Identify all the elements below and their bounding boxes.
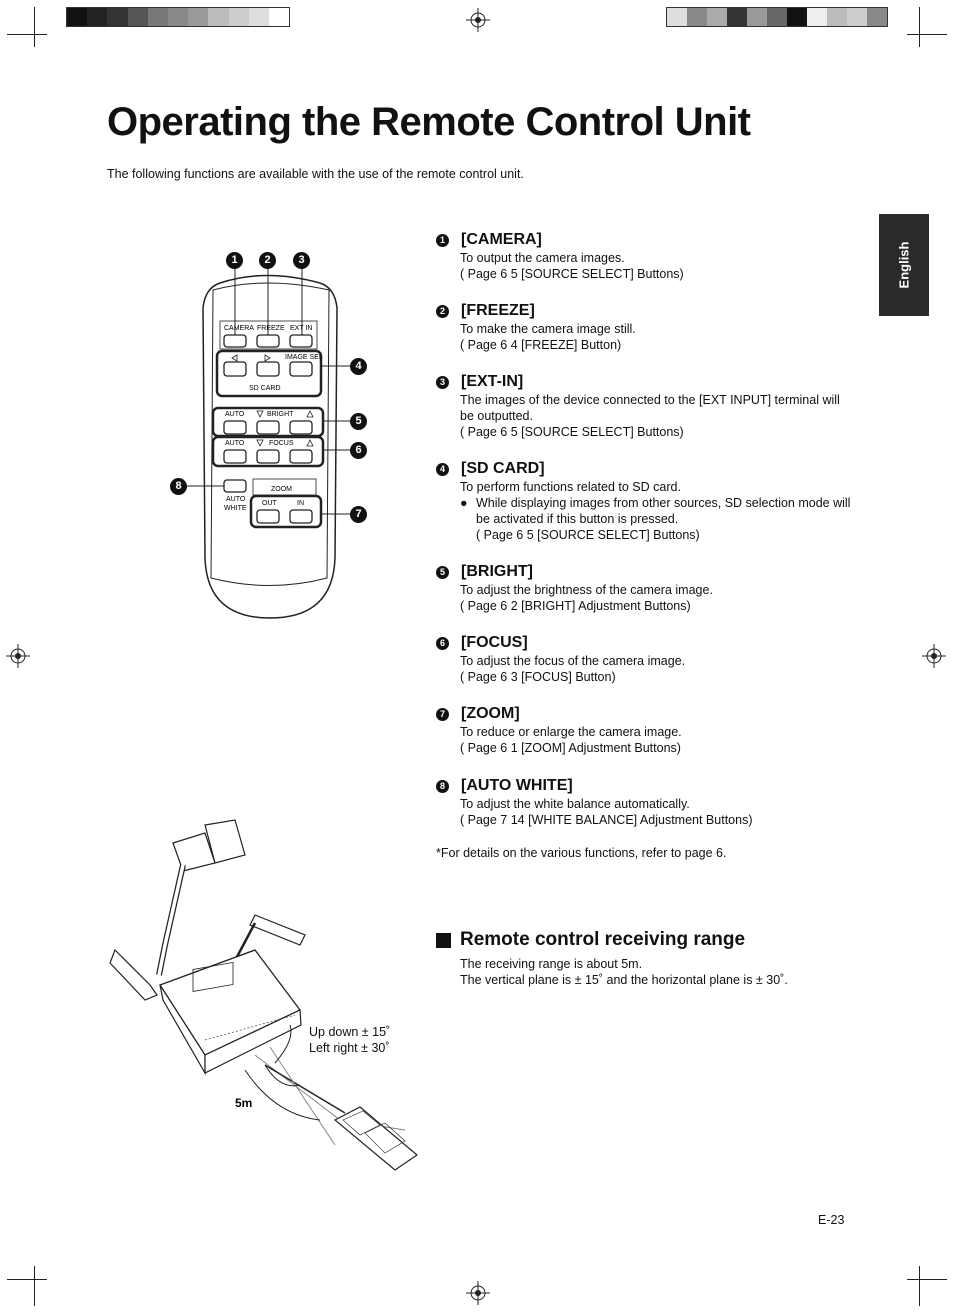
crop-mark [34, 1266, 35, 1306]
item-desc: To adjust the brightness of the camera i… [460, 583, 713, 597]
callout-number: 4 [350, 358, 367, 375]
page-number: E-23 [818, 1213, 845, 1227]
remote-label-image-sel: IMAGE SEL [285, 354, 323, 361]
item-desc: To output the camera images. [460, 251, 625, 265]
item-desc: To adjust the white balance automaticall… [460, 797, 690, 811]
callout-number: 5 [350, 413, 367, 430]
footnote: *For details on the various functions, r… [436, 846, 727, 860]
function-item-bright: 5 [BRIGHT] To adjust the brightness of th… [436, 562, 856, 614]
crop-mark [907, 1279, 947, 1280]
item-reference: ( Page 6 5 [SOURCE SELECT] Buttons) [460, 267, 684, 281]
registration-target-icon [922, 644, 946, 668]
range-angle-line: Left right ± 30˚ [309, 1041, 390, 1055]
crop-mark [907, 34, 947, 35]
item-number: 6 [436, 636, 449, 650]
item-desc: To make the camera image still. [460, 322, 636, 336]
item-number: 2 [436, 304, 449, 318]
item-reference: ( Page 6 4 [FREEZE] Button) [460, 338, 622, 352]
remote-label-bright: BRIGHT [267, 411, 294, 418]
language-tab-label: English [896, 241, 912, 289]
remote-label-focus: FOCUS [269, 440, 294, 447]
remote-label-in: IN [297, 500, 304, 507]
crop-mark [7, 1279, 47, 1280]
section-line: The receiving range is about 5m. [460, 957, 643, 971]
remote-label-auto-white-1: AUTO [226, 496, 246, 503]
function-item-camera: 1 [CAMERA] To output the camera images. (… [436, 230, 856, 282]
callout-number: 7 [350, 506, 367, 523]
section-line: The vertical plane is ± 15˚ and the hori… [460, 973, 788, 987]
crop-mark [34, 7, 35, 47]
item-number: 5 [436, 565, 449, 579]
item-number: 1 [436, 233, 449, 247]
function-item-focus: 6 [FOCUS] To adjust the focus of the came… [436, 633, 856, 685]
registration-target-icon [466, 1281, 490, 1305]
range-angle-text: Up down ± 15˚ Left right ± 30˚ [309, 1024, 390, 1056]
remote-label-zoom: ZOOM [271, 486, 292, 493]
item-desc: To perform functions related to SD card. [460, 480, 681, 494]
crop-mark [919, 7, 920, 47]
remote-label-ext-in: EXT IN [290, 325, 312, 332]
bullet-icon: ● [460, 496, 468, 510]
item-bullet: While displaying images from other sourc… [476, 496, 851, 526]
remote-label-camera: CAMERA [224, 325, 254, 332]
remote-label-auto: AUTO [225, 411, 245, 418]
remote-label-freeze: FREEZE [257, 325, 285, 332]
remote-label-out: OUT [262, 500, 278, 507]
callout-number: 8 [170, 478, 187, 495]
function-item-freeze: 2 [FREEZE] To make the camera image still… [436, 301, 856, 353]
callout-number: 6 [350, 442, 367, 459]
item-reference: ( Page 7 14 [WHITE BALANCE] Adjustment B… [460, 813, 753, 827]
grayscale-bar-right [666, 7, 888, 27]
page-title: Operating the Remote Control Unit [107, 100, 751, 144]
item-title: [EXT-IN] [461, 373, 524, 390]
item-desc: To reduce or enlarge the camera image. [460, 725, 682, 739]
remote-control-illustration: CAMERA FREEZE EXT IN IMAGE SEL SD CARD A… [185, 268, 350, 619]
callout-number: 2 [259, 252, 276, 269]
item-reference: ( Page 6 2 [BRIGHT] Adjustment Buttons) [460, 599, 691, 613]
item-title: [AUTO WHITE] [461, 777, 573, 794]
item-reference: ( Page 6 1 [ZOOM] Adjustment Buttons) [460, 741, 681, 755]
grayscale-bar-left [66, 7, 290, 27]
item-number: 4 [436, 462, 449, 476]
remote-label-auto-2: AUTO [225, 440, 245, 447]
item-number: 7 [436, 707, 449, 721]
item-title: [FREEZE] [461, 302, 535, 319]
item-number: 8 [436, 779, 449, 793]
callout-number: 3 [293, 252, 310, 269]
range-distance-label: 5m [235, 1096, 252, 1110]
item-number: 3 [436, 375, 449, 389]
function-item-ext-in: 3 [EXT-IN] The images of the device conne… [436, 372, 856, 440]
intro-text: The following functions are available wi… [107, 167, 524, 181]
function-item-zoom: 7 [ZOOM] To reduce or enlarge the camera … [436, 704, 856, 756]
item-desc: The images of the device connected to th… [460, 393, 840, 423]
range-angle-line: Up down ± 15˚ [309, 1025, 391, 1039]
item-reference: ( Page 6 5 [SOURCE SELECT] Buttons) [460, 425, 684, 439]
section-heading-text: Remote control receiving range [460, 929, 746, 950]
item-reference: ( Page 6 5 [SOURCE SELECT] Buttons) [476, 528, 700, 542]
item-title: [SD CARD] [461, 460, 545, 477]
document-camera-illustration: 5m [109, 819, 418, 1171]
section-text: The receiving range is about 5m. The ver… [460, 956, 788, 988]
section-square-icon [436, 932, 451, 948]
remote-label-auto-white-2: WHITE [224, 505, 247, 512]
registration-target-icon [466, 8, 490, 32]
language-tab: English [879, 214, 929, 316]
item-desc: To adjust the focus of the camera image. [460, 654, 686, 668]
item-reference: ( Page 6 3 [FOCUS] Button) [460, 670, 616, 684]
registration-target-icon [6, 644, 30, 668]
item-title: [BRIGHT] [461, 563, 533, 580]
item-title: [FOCUS] [461, 634, 528, 651]
function-item-auto-white: 8 [AUTO WHITE] To adjust the white balanc… [436, 776, 856, 828]
section-heading: Remote control receiving range [436, 929, 745, 951]
item-title: [ZOOM] [461, 705, 520, 722]
function-item-sd-card: 4 [SD CARD] To perform functions related … [436, 459, 856, 543]
remote-label-sd-card: SD CARD [249, 385, 281, 392]
callout-number: 1 [226, 252, 243, 269]
item-title: [CAMERA] [461, 231, 542, 248]
crop-mark [919, 1266, 920, 1306]
crop-mark [7, 34, 47, 35]
